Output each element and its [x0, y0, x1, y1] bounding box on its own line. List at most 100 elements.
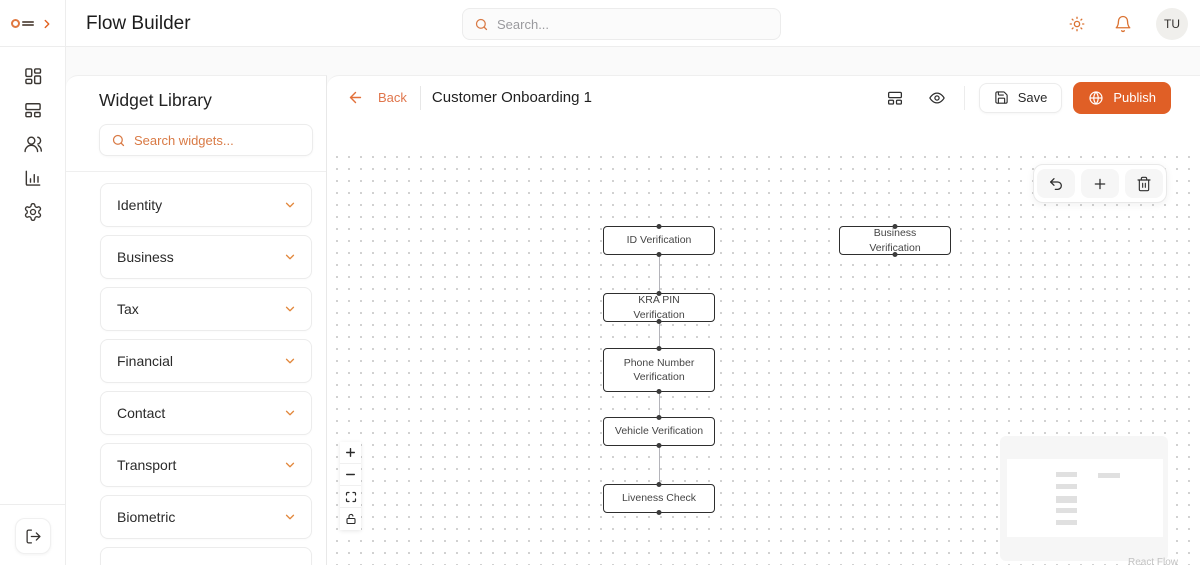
category-identity[interactable]: Identity [100, 183, 312, 227]
back-link[interactable]: Back [378, 90, 407, 105]
category-financial[interactable]: Financial [100, 339, 312, 383]
global-search[interactable] [462, 8, 781, 40]
chevron-down-icon [283, 354, 297, 368]
logo-text-mark [22, 21, 34, 26]
users-icon [23, 134, 43, 154]
zoom-in-button[interactable] [340, 442, 361, 464]
lock-open-icon [345, 513, 357, 525]
sidebar-item-settings[interactable] [21, 200, 45, 224]
minimap-node [1056, 508, 1077, 513]
node-label: Business Verification [869, 227, 921, 254]
node-kra-pin-verification[interactable]: KRA PIN Verification [603, 293, 715, 322]
node-phone-number-verification[interactable]: Phone Number Verification [603, 348, 715, 392]
logo-area [0, 0, 66, 47]
node-label: Vehicle Verification [614, 425, 704, 438]
save-label: Save [1017, 90, 1048, 105]
fit-view-button[interactable] [340, 486, 361, 508]
sidebar-divider [0, 504, 65, 505]
user-avatar[interactable]: TU [1156, 7, 1188, 40]
category-partial[interactable] [100, 547, 312, 565]
category-label: Business [117, 249, 174, 265]
category-biometric[interactable]: Biometric [100, 495, 312, 539]
minimap-node [1056, 484, 1077, 489]
zoom-out-button[interactable] [340, 464, 361, 486]
node-vehicle-verification[interactable]: Vehicle Verification [603, 417, 715, 446]
trash-icon [1136, 176, 1152, 192]
widget-search-input[interactable] [134, 132, 301, 148]
add-node-button[interactable] [1081, 169, 1119, 198]
delete-node-button[interactable] [1125, 169, 1163, 198]
node-label: Phone Number Verification [623, 356, 695, 383]
flow-title: Customer Onboarding 1 [431, 89, 592, 106]
chevron-down-icon [283, 198, 297, 212]
globe-icon [1088, 90, 1104, 106]
category-transport[interactable]: Transport [100, 443, 312, 487]
node-business-verification[interactable]: Business Verification [839, 226, 951, 255]
undo-button[interactable] [1037, 169, 1075, 198]
chevron-down-icon [283, 458, 297, 472]
layout-panels-icon [886, 89, 904, 107]
node-label: ID Verification [626, 234, 692, 247]
flow-card: Back Customer Onboarding 1 [327, 75, 1200, 565]
notifications-button[interactable] [1110, 11, 1136, 37]
sidebar-item-dashboard[interactable] [21, 64, 45, 88]
back-arrow-button[interactable] [347, 89, 364, 106]
sidebar-item-users[interactable] [21, 132, 45, 156]
sidebar-item-analytics[interactable] [21, 166, 45, 190]
preview-button[interactable] [924, 85, 950, 111]
divider [66, 171, 326, 172]
theme-toggle-button[interactable] [1064, 11, 1090, 37]
app-header: Flow Builder TU [0, 0, 1200, 47]
zoom-in-icon [344, 446, 357, 459]
sidebar-item-flows[interactable] [21, 98, 45, 122]
sun-icon [1068, 15, 1086, 33]
arrow-left-icon [347, 89, 364, 106]
flow-toolbar: Back Customer Onboarding 1 [327, 76, 1200, 119]
divider [419, 85, 421, 110]
node-liveness-check[interactable]: Liveness Check [603, 484, 715, 513]
bell-icon [1114, 15, 1132, 33]
undo-icon [1048, 176, 1064, 192]
edge-phone-to-vehicle [658, 392, 660, 417]
category-label: Tax [117, 301, 139, 317]
node-id-verification[interactable]: ID Verification [603, 226, 715, 255]
flow-canvas[interactable]: ID Verification Business Verification KR… [327, 147, 1200, 565]
edge-kra-to-phone [658, 322, 660, 348]
category-label: Financial [117, 353, 174, 369]
sidebar-expand-button[interactable] [40, 17, 54, 31]
logout-button[interactable] [15, 518, 51, 554]
publish-button[interactable]: Publish [1073, 81, 1171, 114]
dashboard-icon [23, 66, 43, 86]
chevron-down-icon [283, 406, 297, 420]
category-tax[interactable]: Tax [100, 287, 312, 331]
chevron-down-icon [283, 250, 297, 264]
node-label: Liveness Check [621, 492, 697, 505]
search-icon [474, 17, 489, 32]
minimap-viewport [1007, 459, 1163, 537]
category-label: Contact [117, 405, 166, 421]
save-button[interactable]: Save [978, 82, 1063, 113]
zoom-out-icon [344, 468, 357, 481]
widget-category-list: Identity Business Tax Financial Contact … [100, 183, 312, 565]
edge-vehicle-to-liveness [658, 446, 660, 484]
global-search-input[interactable] [497, 16, 769, 32]
react-flow-attribution: React Flow [1127, 557, 1178, 565]
lock-toggle-button[interactable] [340, 508, 361, 530]
category-label: Biometric [117, 509, 176, 525]
logout-icon [25, 528, 42, 545]
chevron-down-icon [283, 302, 297, 316]
chevron-right-icon [40, 17, 54, 31]
page-title: Flow Builder [86, 13, 191, 34]
layout-view-button[interactable] [882, 85, 908, 111]
chevron-down-icon [283, 510, 297, 524]
category-contact[interactable]: Contact [100, 391, 312, 435]
widget-search[interactable] [99, 124, 313, 156]
category-label: Transport [117, 457, 177, 473]
analytics-icon [23, 168, 43, 188]
widget-library-panel: Widget Library Identity Business Tax Fin… [66, 75, 327, 565]
edge-id-to-kra [658, 255, 660, 293]
category-business[interactable]: Business [100, 235, 312, 279]
minimap[interactable] [1000, 436, 1168, 561]
layout-panels-icon [23, 100, 43, 120]
minimap-node [1098, 473, 1120, 478]
